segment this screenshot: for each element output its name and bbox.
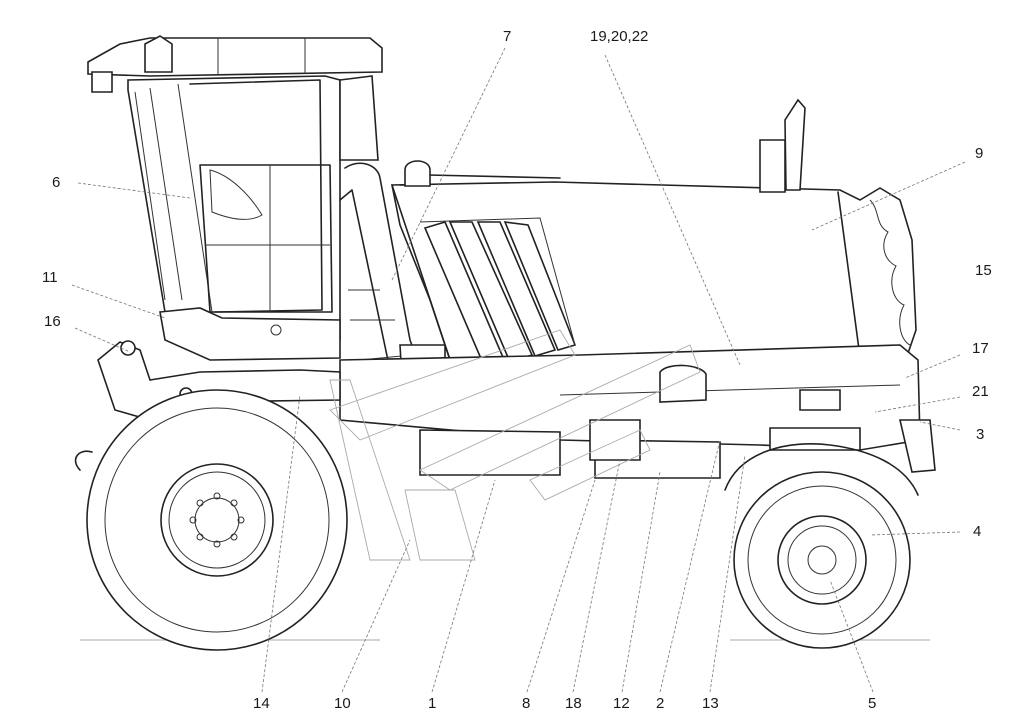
callout-12: 12 xyxy=(613,695,630,712)
callout-1: 1 xyxy=(428,695,437,712)
callout-18: 18 xyxy=(565,695,582,712)
callout-6: 6 xyxy=(52,174,61,191)
callout-21: 21 xyxy=(972,383,989,400)
callout-13: 13 xyxy=(702,695,719,712)
callout-16: 16 xyxy=(44,313,61,330)
callout-4: 4 xyxy=(973,523,982,540)
exhaust-stack xyxy=(404,98,806,193)
cab-body xyxy=(127,75,379,361)
callout-14: 14 xyxy=(253,695,270,712)
callout-19-20-22: 19,20,22 xyxy=(590,28,649,45)
chassis-frame xyxy=(339,344,936,479)
front-wheel xyxy=(86,389,348,651)
callout-9: 9 xyxy=(975,145,984,162)
callout-8: 8 xyxy=(522,695,531,712)
callout-17: 17 xyxy=(972,340,989,357)
watermark-logo xyxy=(329,329,701,561)
callout-7: 7 xyxy=(503,28,512,45)
leader-lines xyxy=(71,47,966,693)
rear-wheel xyxy=(724,443,919,649)
callout-15: 15 xyxy=(975,262,992,279)
callout-11: 11 xyxy=(42,269,58,286)
callout-2: 2 xyxy=(656,695,665,712)
callout-10: 10 xyxy=(334,695,351,712)
callout-5: 5 xyxy=(868,695,877,712)
callout-3: 3 xyxy=(976,426,985,443)
cab-roof xyxy=(87,35,383,93)
